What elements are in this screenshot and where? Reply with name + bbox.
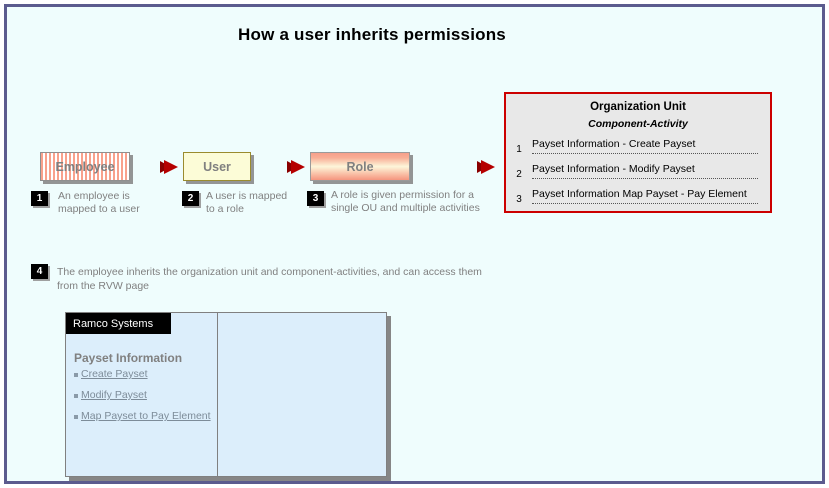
bullet-icon: [74, 373, 78, 377]
arrow-employee-to-user-icon: [134, 160, 178, 174]
step-note-2: A user is mapped to a role: [206, 190, 288, 215]
bullet-icon: [74, 394, 78, 398]
role-box-label: Role: [346, 159, 374, 174]
payset-information-heading: Payset Information: [74, 351, 183, 365]
organization-unit-title: Organization Unit: [590, 101, 686, 113]
row-number: 3: [516, 194, 522, 205]
table-row: 1 Payset Information - Create Payset: [506, 138, 770, 163]
ramco-navigation-pane: Payset Information Create Payset Modify …: [74, 351, 214, 431]
ramco-systems-panel: Ramco Systems Payset Information Create …: [65, 312, 387, 477]
arrow-role-to-organization-unit-icon: [415, 160, 495, 174]
table-row: 3 Payset Information Map Payset - Pay El…: [506, 188, 770, 213]
organization-unit-subtitle: Component-Activity: [588, 118, 688, 130]
list-item[interactable]: Modify Payset: [74, 389, 214, 401]
row-activity-label: Payset Information - Modify Payset: [532, 163, 758, 179]
slide-body: How a user inherits permissions Employee…: [7, 7, 822, 481]
page-title: How a user inherits permissions: [238, 25, 506, 44]
link-map-payset-to-pay-element[interactable]: Map Payset to Pay Element: [81, 410, 211, 422]
employee-box-label: Employee: [55, 159, 115, 174]
link-modify-payset[interactable]: Modify Payset: [81, 389, 147, 401]
step-note-3: A role is given permission for a single …: [331, 189, 480, 214]
organization-unit-panel: Organization Unit Component-Activity 1 P…: [504, 92, 772, 213]
bullet-icon: [74, 415, 78, 419]
step-badge-1: 1: [31, 191, 48, 206]
step-badge-3: 3: [307, 191, 324, 206]
table-row: 2 Payset Information - Modify Payset: [506, 163, 770, 188]
row-number: 1: [516, 144, 522, 155]
ramco-systems-header: Ramco Systems: [66, 313, 171, 334]
row-number: 2: [516, 169, 522, 180]
step-note-1: An employee is mapped to a user: [58, 190, 140, 215]
step-note-4: The employee inherits the organization u…: [57, 266, 482, 292]
list-item[interactable]: Map Payset to Pay Element: [74, 410, 214, 422]
slide-frame: How a user inherits permissions Employee…: [4, 4, 825, 484]
row-activity-label: Payset Information - Create Payset: [532, 138, 758, 154]
arrow-user-to-role-icon: [255, 160, 305, 174]
organization-unit-rows: 1 Payset Information - Create Payset 2 P…: [506, 138, 770, 213]
user-box-label: User: [203, 159, 231, 174]
list-item[interactable]: Create Payset: [74, 368, 214, 380]
link-create-payset[interactable]: Create Payset: [81, 368, 148, 380]
role-box: Role: [310, 152, 410, 181]
employee-box: Employee: [40, 152, 130, 181]
row-activity-label: Payset Information Map Payset - Pay Elem…: [532, 188, 758, 204]
user-box: User: [183, 152, 251, 181]
step-badge-2: 2: [182, 191, 199, 206]
panel-divider: [217, 313, 218, 476]
step-badge-4: 4: [31, 264, 48, 279]
